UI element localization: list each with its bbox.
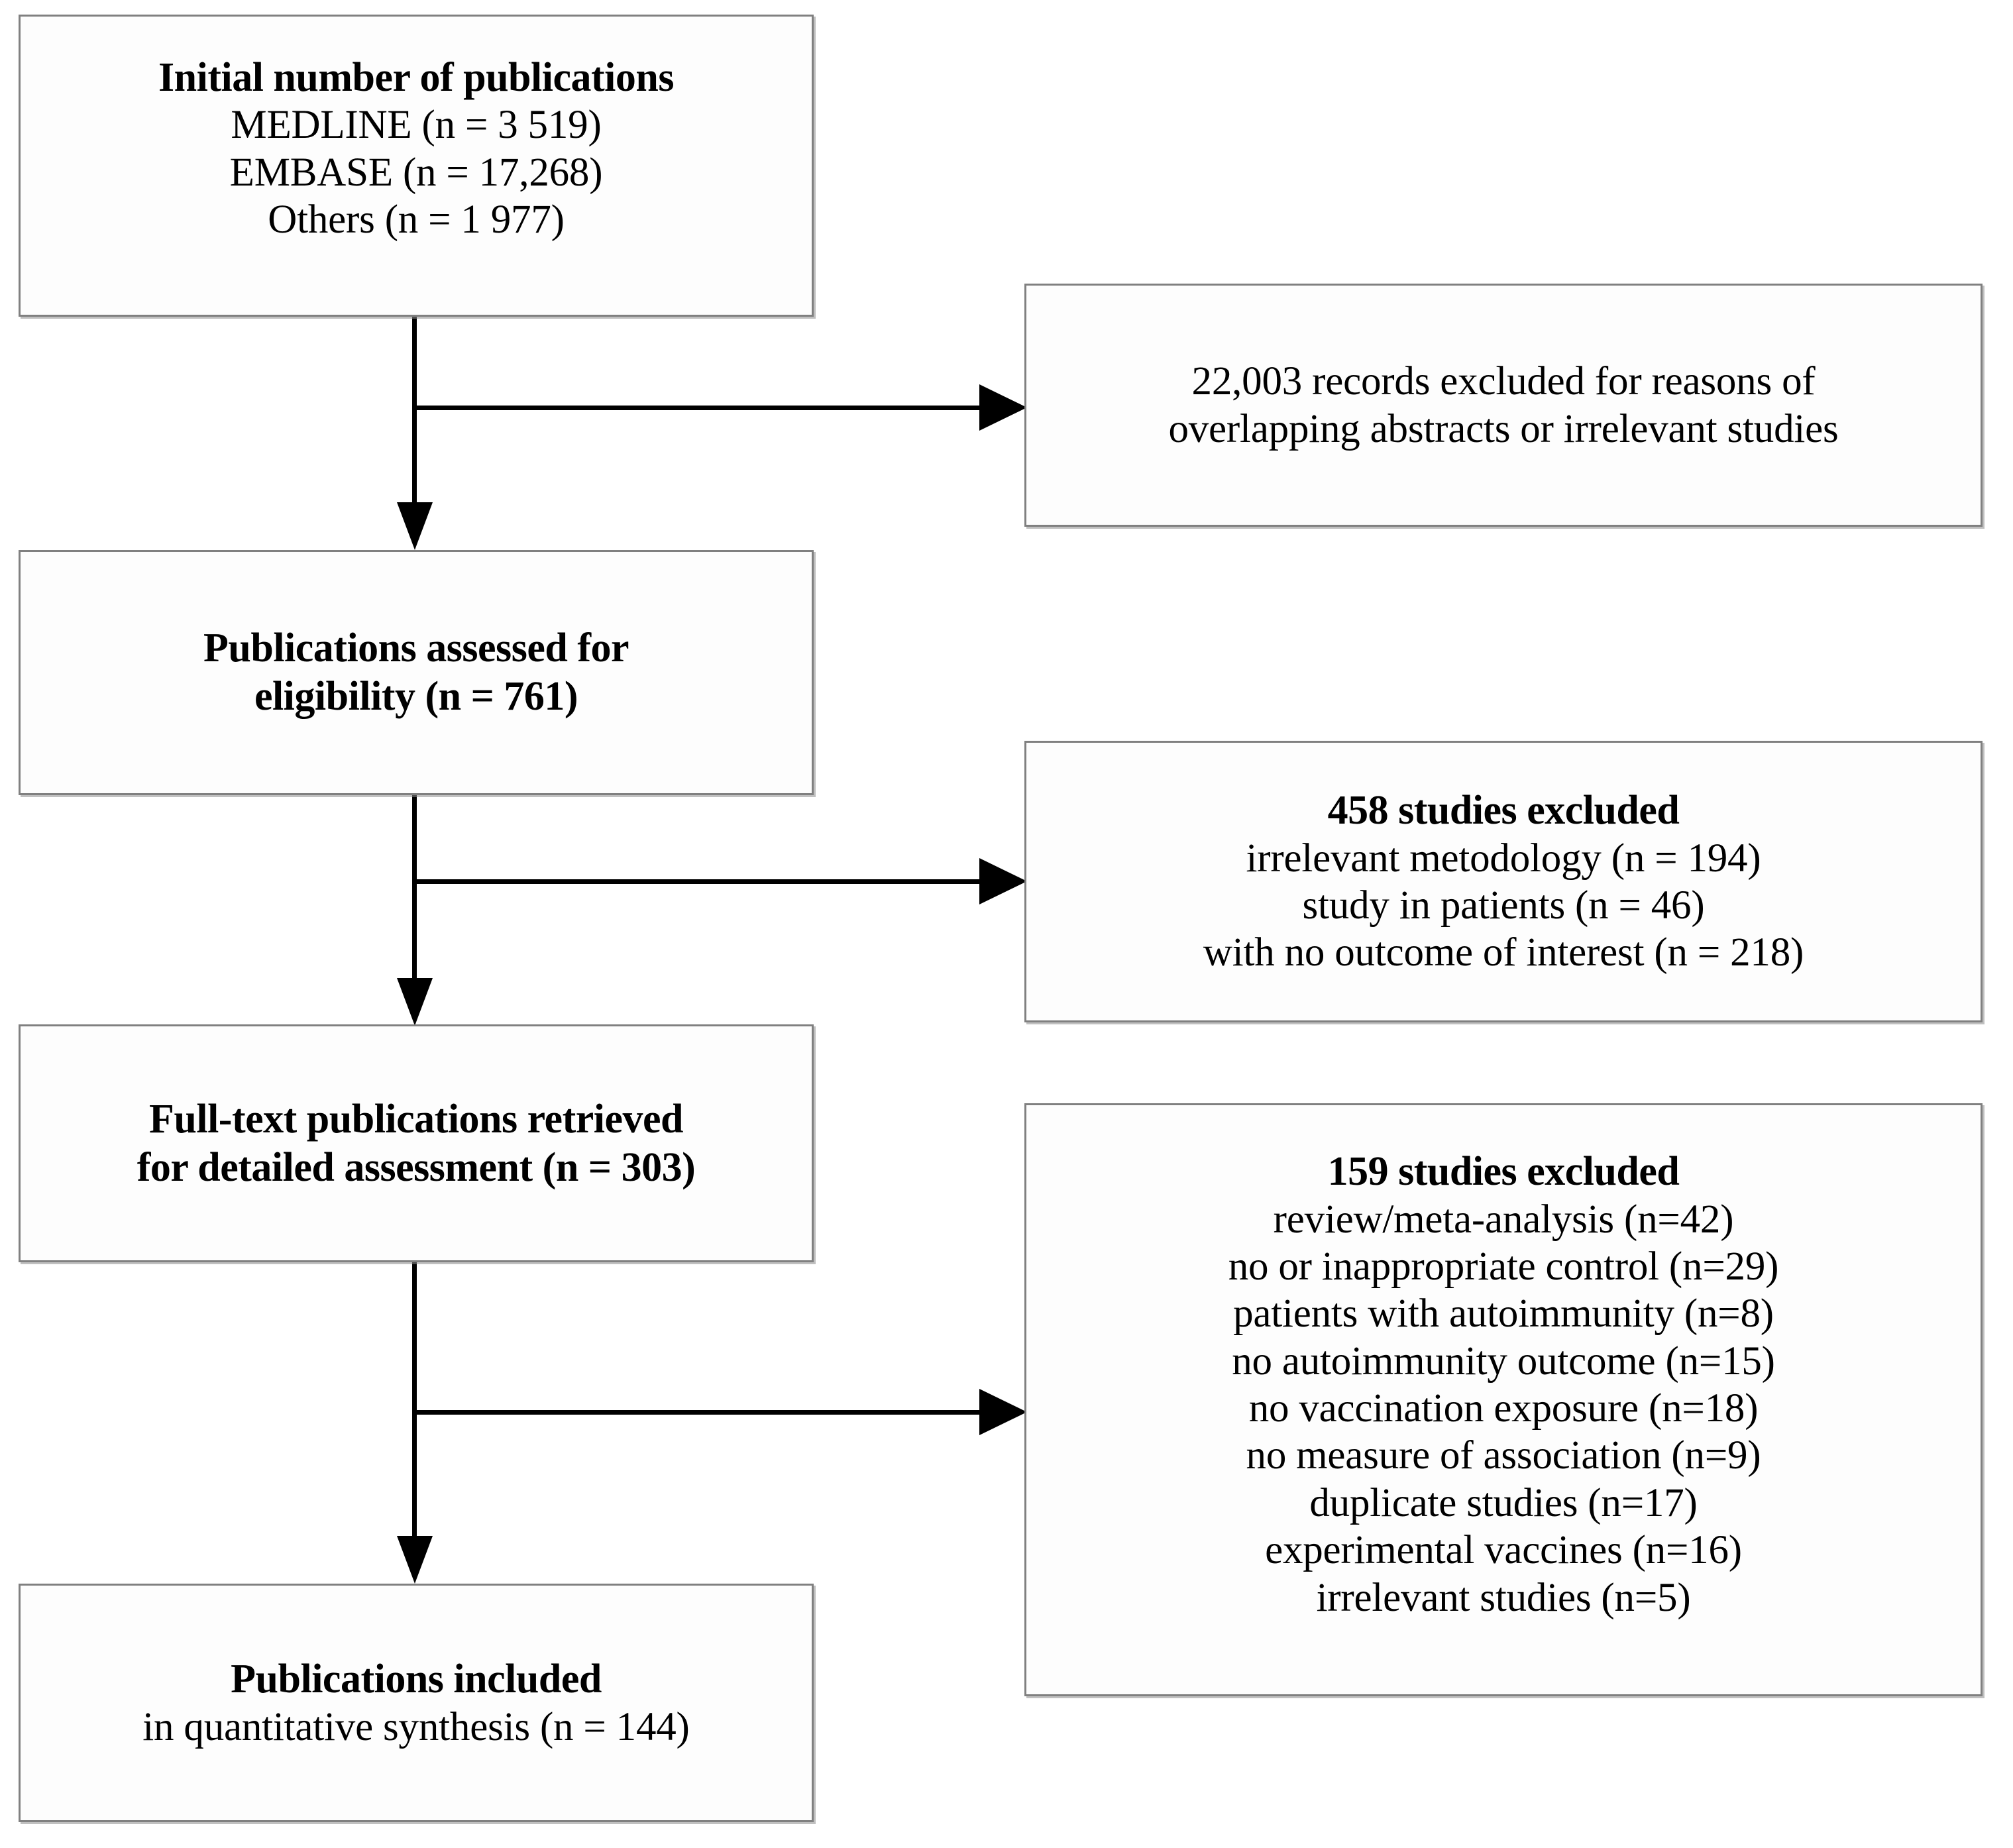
initial-line-embase: EMBASE (n = 17,268) (229, 150, 603, 195)
assessed-heading-line-1: Publications assessed for (203, 625, 629, 671)
included-line-synthesis: in quantitative synthesis (n = 144) (142, 1704, 690, 1749)
excluded-159-line-review: review/meta-analysis (n=42) (1273, 1197, 1734, 1242)
excluded-458-line-patients: study in patients (n = 46) (1302, 883, 1705, 928)
connector-vline-3 (412, 1262, 417, 1536)
excluded-159-heading: 159 studies excluded (1327, 1149, 1680, 1195)
connector-arrowhead-down-3 (397, 1536, 433, 1584)
excluded-records-line-2: overlapping abstracts or irrelevant stud… (1168, 406, 1839, 451)
connector-hline-3 (412, 1410, 983, 1415)
fulltext-heading-line-1: Full-text publications retrieved (149, 1096, 683, 1142)
included-heading: Publications included (231, 1657, 602, 1702)
box-publications-included: Publications included in quantitative sy… (19, 1584, 814, 1822)
connector-arrowhead-down-1 (397, 502, 433, 550)
excluded-159-line-duplicate: duplicate studies (n=17) (1309, 1480, 1698, 1525)
excluded-159-line-control: no or inappropriate control (n=29) (1228, 1244, 1779, 1289)
excluded-159-line-autoimmunity-outcome: no autoimmunity outcome (n=15) (1232, 1338, 1775, 1384)
excluded-458-line-metodology: irrelevant metodology (n = 194) (1246, 836, 1761, 881)
connector-hline-2 (412, 879, 983, 884)
connector-hline-1 (412, 406, 983, 410)
initial-line-others: Others (n = 1 977) (268, 197, 565, 242)
box-458-studies-excluded: 458 studies excluded irrelevant metodolo… (1024, 741, 1983, 1022)
excluded-458-line-outcome: with no outcome of interest (n = 218) (1203, 930, 1804, 975)
box-159-studies-excluded: 159 studies excluded review/meta-analysi… (1024, 1103, 1983, 1696)
excluded-159-line-irrelevant: irrelevant studies (n=5) (1316, 1575, 1691, 1620)
excluded-159-line-measure-association: no measure of association (n=9) (1246, 1433, 1761, 1478)
connector-arrowhead-right-3 (979, 1389, 1027, 1435)
excluded-records-line-1: 22,003 records excluded for reasons of (1191, 359, 1816, 404)
connector-arrowhead-right-2 (979, 858, 1027, 904)
box-initial-publications: Initial number of publications MEDLINE (… (19, 15, 814, 317)
initial-line-medline: MEDLINE (n = 3 519) (231, 103, 602, 148)
box-records-excluded: 22,003 records excluded for reasons of o… (1024, 284, 1983, 527)
initial-heading: Initial number of publications (158, 54, 674, 100)
excluded-159-line-experimental: experimental vaccines (n=16) (1265, 1528, 1742, 1573)
excluded-159-line-vaccination-exposure: no vaccination exposure (n=18) (1248, 1386, 1759, 1431)
connector-vline-2 (412, 795, 417, 978)
connector-arrowhead-right-1 (979, 384, 1027, 431)
excluded-458-heading: 458 studies excluded (1327, 788, 1680, 834)
assessed-heading-line-2: eligibility (n = 761) (254, 674, 578, 719)
box-publications-assessed: Publications assessed for eligibility (n… (19, 550, 814, 795)
fulltext-heading-line-2: for detailed assessment (n = 303) (136, 1144, 696, 1190)
box-fulltext-retrieved: Full-text publications retrieved for det… (19, 1024, 814, 1262)
connector-arrowhead-down-2 (397, 978, 433, 1026)
excluded-159-line-autoimmunity-patients: patients with autoimmunity (n=8) (1233, 1291, 1774, 1336)
